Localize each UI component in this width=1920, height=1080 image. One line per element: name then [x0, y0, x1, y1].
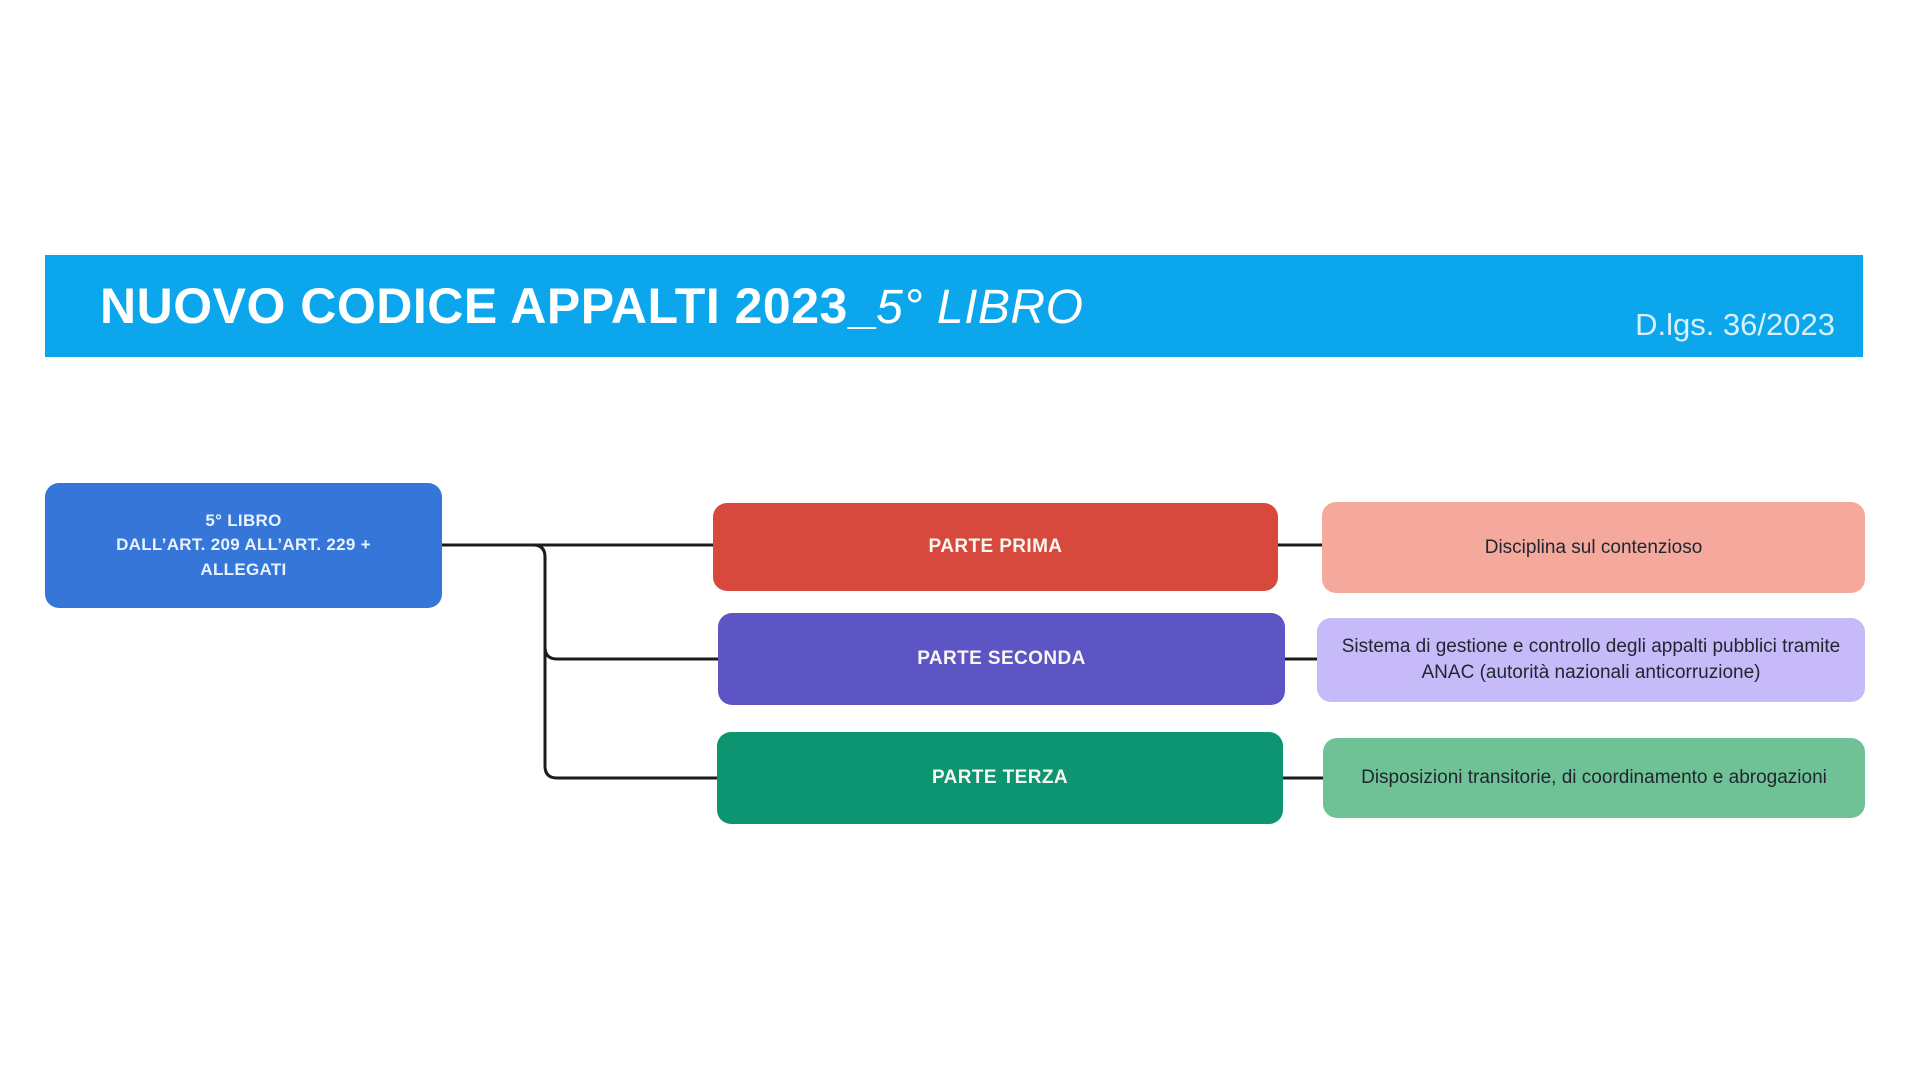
branch-label-parte-prima: PARTE PRIMA: [713, 503, 1278, 591]
root-node: 5° LIBRO DALL’ART. 209 ALL’ART. 229 + AL…: [45, 483, 442, 608]
branch-desc-parte-terza: Disposizioni transitorie, di coordinamen…: [1323, 738, 1865, 818]
root-node-line3: ALLEGATI: [200, 559, 287, 579]
branch-label-parte-terza: PARTE TERZA: [717, 732, 1283, 824]
title-bar: NUOVO CODICE APPALTI 2023_5° LIBRO D.lgs…: [45, 255, 1863, 357]
page-title: NUOVO CODICE APPALTI 2023_5° LIBRO: [100, 281, 1083, 332]
branch-desc-parte-prima: Disciplina sul contenzioso: [1322, 502, 1865, 593]
page-title-italic: 5° LIBRO: [876, 280, 1084, 334]
branch-label-parte-seconda: PARTE SECONDA: [718, 613, 1285, 705]
root-node-line2: DALL’ART. 209 ALL’ART. 229 +: [116, 535, 371, 555]
law-reference: D.lgs. 36/2023: [1635, 307, 1835, 342]
root-node-line1: 5° LIBRO: [205, 510, 282, 530]
page-title-bold: NUOVO CODICE APPALTI 2023_: [100, 277, 877, 334]
branch-desc-parte-seconda: Sistema di gestione e controllo degli ap…: [1317, 618, 1865, 702]
